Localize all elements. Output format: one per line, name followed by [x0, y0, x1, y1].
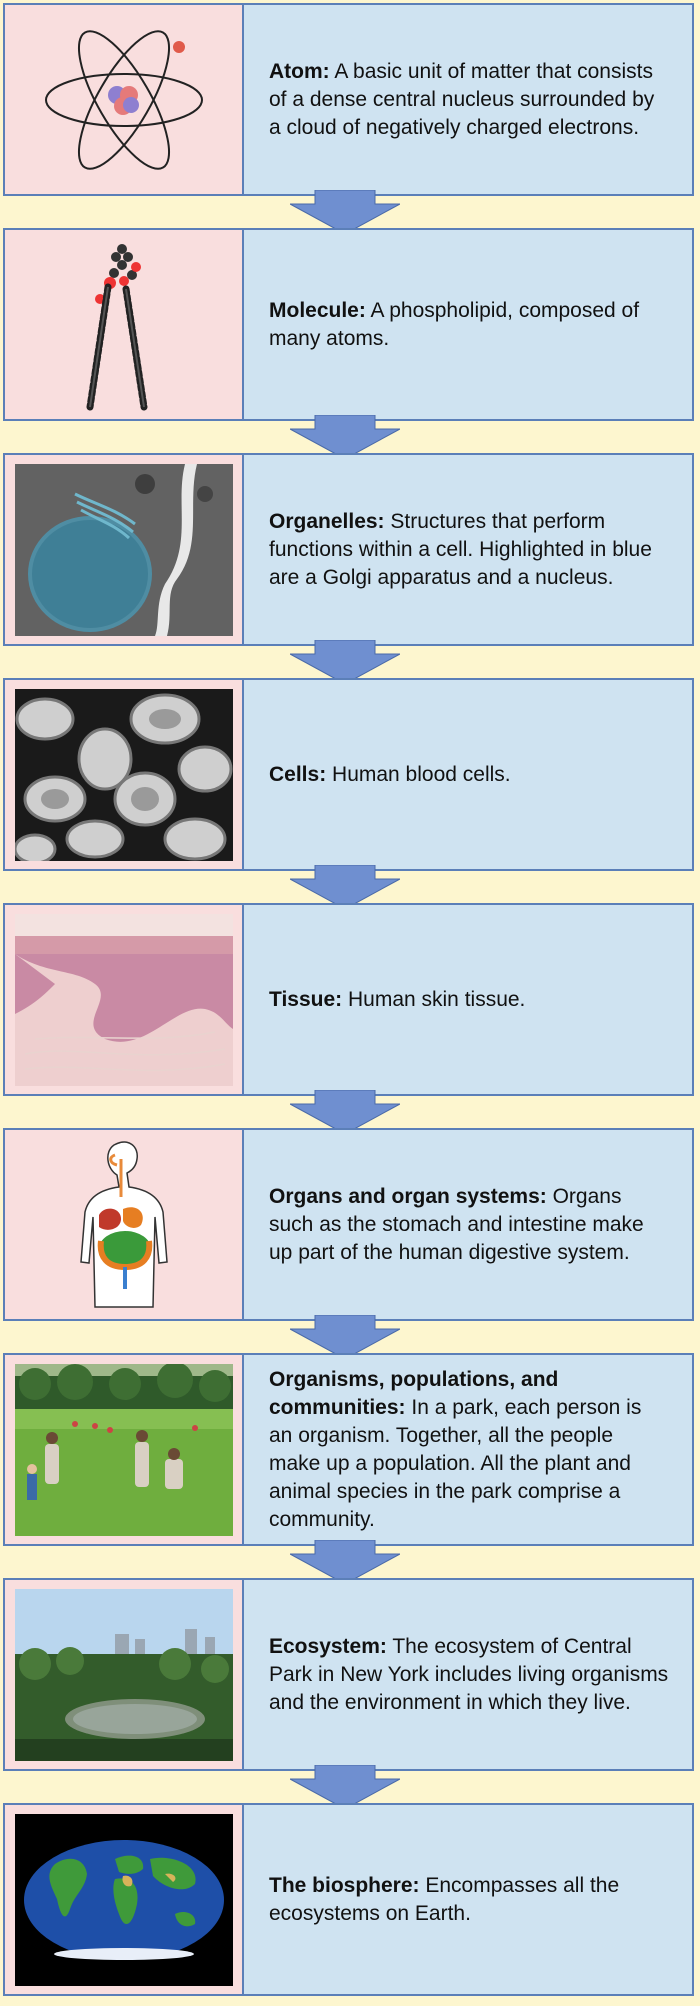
blood-cells-image	[14, 688, 233, 861]
tissue-text-panel: Tissue: Human skin tissue.	[244, 905, 692, 1094]
atom-text-panel: Atom: A basic unit of matter that consis…	[244, 5, 692, 194]
tissue-label: Tissue:	[269, 987, 343, 1011]
arrow-down-icon	[290, 1765, 400, 1809]
level-biosphere: The biosphere: Encompasses all the ecosy…	[3, 1803, 694, 1996]
organisms-text: In a park, each person is an organism. T…	[269, 1395, 642, 1531]
ecosystem-image-panel	[5, 1580, 244, 1769]
biosphere-text: Encompasses all the ecosystems on Earth.	[269, 1873, 620, 1925]
level-organisms: Organisms, populations, and communities:…	[3, 1353, 694, 1546]
organisms-label: Organisms, populations, and communities:	[269, 1367, 559, 1419]
atom-text: A basic unit of matter that consists of …	[269, 59, 655, 139]
organelles-micrograph-image	[14, 463, 233, 636]
cells-text: Human blood cells.	[326, 762, 511, 786]
level-molecule: Molecule: A phospholipid, composed of ma…	[3, 228, 694, 421]
tissue-text: Human skin tissue.	[342, 987, 526, 1011]
level-tissue: Tissue: Human skin tissue.	[3, 903, 694, 1096]
organisms-image-panel	[5, 1355, 244, 1544]
molecule-description: Molecule: A phospholipid, composed of ma…	[269, 297, 670, 353]
arrow-down-icon	[290, 415, 400, 459]
earth-map-image	[14, 1813, 233, 1986]
atom-image-panel	[5, 5, 244, 194]
atom-description: Atom: A basic unit of matter that consis…	[269, 58, 670, 142]
molecule-image-panel	[5, 230, 244, 419]
arrow-down-icon	[290, 865, 400, 909]
organelles-image-panel	[5, 455, 244, 644]
cells-image-panel	[5, 680, 244, 869]
biosphere-text-panel: The biosphere: Encompasses all the ecosy…	[244, 1805, 692, 1994]
arrow-down-icon	[290, 1090, 400, 1134]
cells-text-panel: Cells: Human blood cells.	[244, 680, 692, 869]
organelles-label: Organelles:	[269, 509, 385, 533]
biosphere-label: The biosphere:	[269, 1873, 420, 1897]
ecosystem-description: Ecosystem: The ecosystem of Central Park…	[269, 1633, 670, 1717]
ecosystem-label: Ecosystem:	[269, 1634, 387, 1658]
atom-label: Atom:	[269, 59, 330, 83]
arrow-down-icon	[290, 640, 400, 684]
ecosystem-text: The ecosystem of Central Park in New Yor…	[269, 1634, 669, 1714]
molecule-label: Molecule:	[269, 298, 366, 322]
ecosystem-text-panel: Ecosystem: The ecosystem of Central Park…	[244, 1580, 692, 1769]
level-cells: Cells: Human blood cells.	[3, 678, 694, 871]
molecule-text-panel: Molecule: A phospholipid, composed of ma…	[244, 230, 692, 419]
cells-description: Cells: Human blood cells.	[269, 761, 511, 789]
central-park-image	[14, 1588, 233, 1761]
biosphere-image-panel	[5, 1805, 244, 1994]
biosphere-description: The biosphere: Encompasses all the ecosy…	[269, 1872, 670, 1928]
arrow-down-icon	[290, 1540, 400, 1584]
digestive-system-icon	[79, 1141, 168, 1308]
tissue-image-panel	[5, 905, 244, 1094]
park-people-image	[14, 1363, 233, 1536]
level-organs: Organs and organ systems: Organs such as…	[3, 1128, 694, 1321]
level-organelles: Organelles: Structures that perform func…	[3, 453, 694, 646]
arrow-down-icon	[290, 1315, 400, 1359]
tissue-description: Tissue: Human skin tissue.	[269, 986, 525, 1014]
cells-label: Cells:	[269, 762, 327, 786]
organisms-description: Organisms, populations, and communities:…	[269, 1366, 670, 1534]
atom-icon	[44, 29, 203, 170]
level-ecosystem: Ecosystem: The ecosystem of Central Park…	[3, 1578, 694, 1771]
phospholipid-molecule-icon	[86, 244, 147, 411]
level-atom: Atom: A basic unit of matter that consis…	[3, 3, 694, 196]
organs-label: Organs and organ systems:	[269, 1184, 547, 1208]
skin-tissue-image	[14, 913, 233, 1086]
molecule-text: A phospholipid, composed of many atoms.	[269, 298, 640, 350]
organelles-text: Structures that perform functions within…	[269, 509, 652, 589]
organs-image-panel	[5, 1130, 244, 1319]
organs-text-panel: Organs and organ systems: Organs such as…	[244, 1130, 692, 1319]
organisms-text-panel: Organisms, populations, and communities:…	[244, 1355, 692, 1544]
organelles-description: Organelles: Structures that perform func…	[269, 508, 670, 592]
organs-text: Organs such as the stomach and intestine…	[269, 1184, 644, 1264]
organelles-text-panel: Organelles: Structures that perform func…	[244, 455, 692, 644]
arrow-down-icon	[290, 190, 400, 234]
organs-description: Organs and organ systems: Organs such as…	[269, 1183, 670, 1267]
